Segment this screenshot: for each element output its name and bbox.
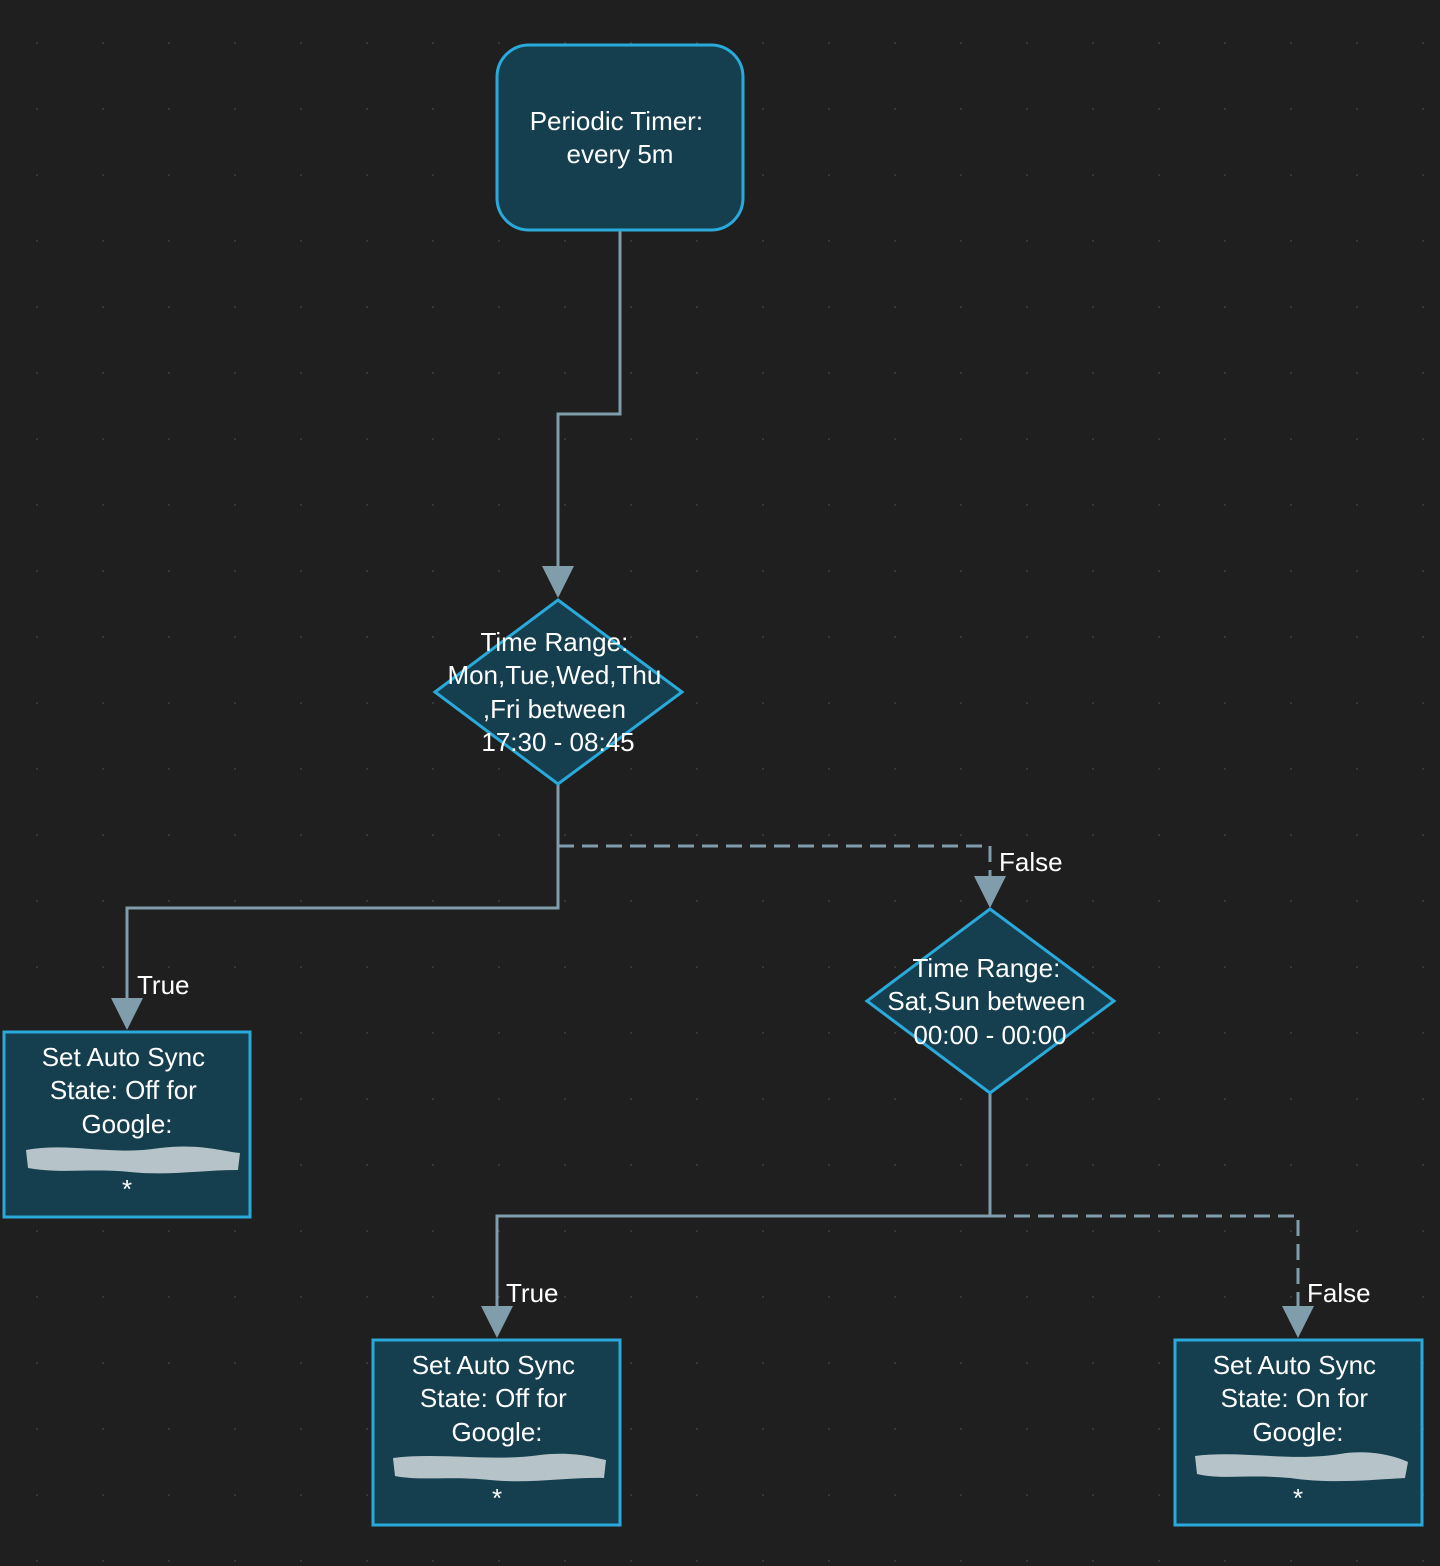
- arrowhead-action-off-1: [111, 998, 143, 1030]
- connector-weekend-false: [990, 1214, 1300, 1308]
- action-on-label: Set Auto Sync State: On for Google:: [1213, 1350, 1384, 1447]
- arrowhead-action-off-2: [481, 1306, 513, 1338]
- arrowhead-weekday: [542, 566, 574, 598]
- action-on-footer: *: [1293, 1483, 1303, 1513]
- arrowhead-weekend: [974, 876, 1006, 908]
- action-off-weekday-footer: *: [122, 1174, 132, 1204]
- action-on-node[interactable]: Set Auto Sync State: On for Google: *: [1173, 1338, 1424, 1527]
- connector-weekday-true: [125, 785, 560, 1000]
- trigger-node[interactable]: Periodic Timer: every 5m: [495, 43, 745, 232]
- action-off-weekend-node[interactable]: Set Auto Sync State: Off for Google: *: [371, 1338, 622, 1527]
- edge-label-weekday-false: False: [999, 847, 1063, 877]
- action-off-weekday-label: Set Auto Sync State: Off for Google:: [42, 1042, 213, 1139]
- redacted-account-3: [1195, 1452, 1408, 1482]
- arrowhead-action-on: [1282, 1306, 1314, 1338]
- connector-weekend-true: [495, 1093, 992, 1308]
- action-off-weekend-footer: *: [492, 1483, 502, 1513]
- condition-weekend-label: Time Range: Sat,Sun between 00:00 - 00:0…: [887, 953, 1092, 1050]
- condition-weekday-label: Time Range: Mon,Tue,Wed,Thu ,Fri between…: [447, 627, 668, 757]
- redacted-account-2: [393, 1453, 606, 1482]
- connector-trigger-to-weekday: [556, 231, 622, 570]
- edge-label-weekend-false: False: [1307, 1278, 1371, 1308]
- redacted-account-1: [26, 1146, 240, 1174]
- edge-label-weekend-true: True: [506, 1278, 559, 1308]
- edge-label-weekday-true: True: [137, 970, 190, 1000]
- condition-weekday-node[interactable]: Time Range: Mon,Tue,Wed,Thu ,Fri between…: [432, 598, 685, 786]
- connector-weekday-false: [558, 844, 992, 878]
- trigger-node-label: Periodic Timer: every 5m: [530, 106, 711, 169]
- action-off-weekend-label: Set Auto Sync State: Off for Google:: [412, 1350, 583, 1447]
- action-off-weekday-node[interactable]: Set Auto Sync State: Off for Google: *: [2, 1030, 252, 1219]
- condition-weekend-node[interactable]: Time Range: Sat,Sun between 00:00 - 00:0…: [864, 907, 1117, 1095]
